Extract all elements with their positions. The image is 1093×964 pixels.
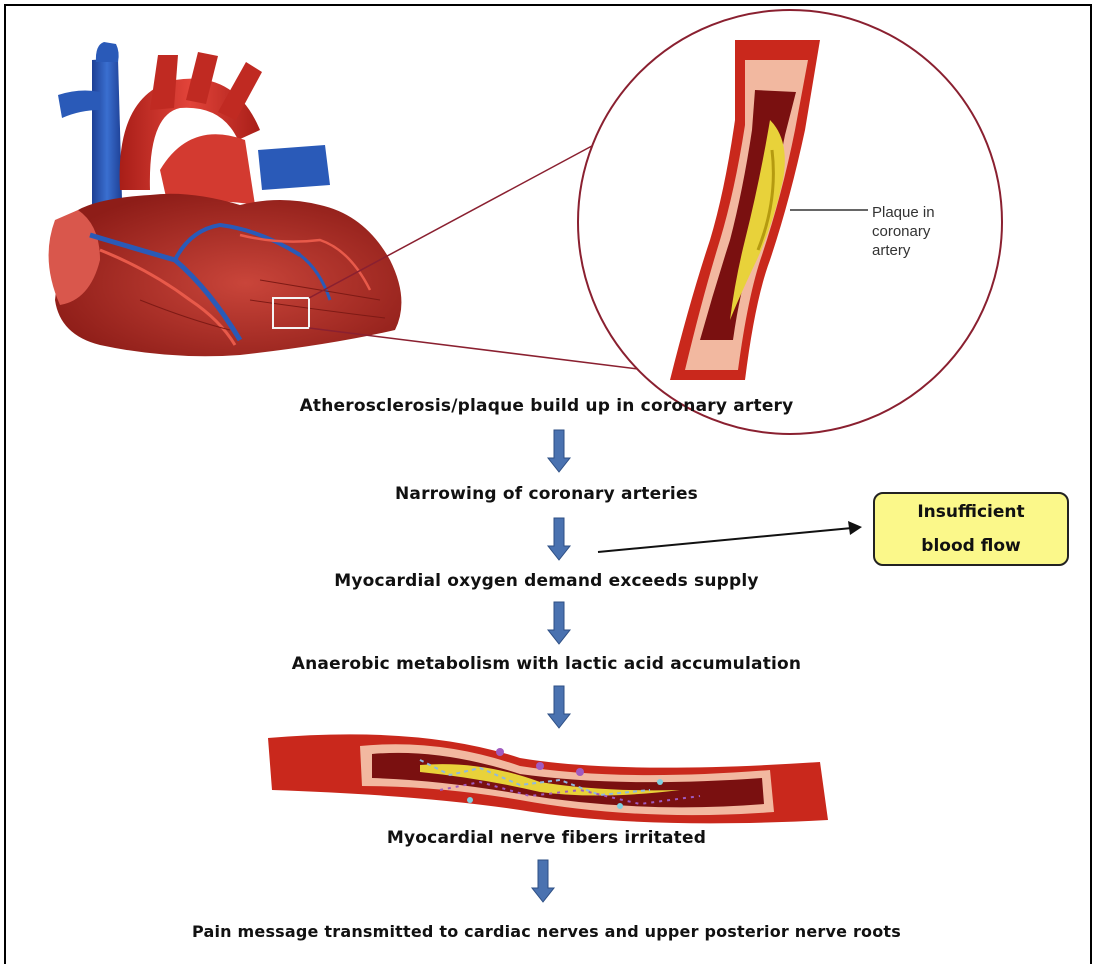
heart-body — [55, 194, 401, 357]
brachiocephalic-vein-1 — [96, 42, 119, 62]
side-arrow-line — [598, 528, 852, 552]
plaque-label-line-1: Plaque in — [872, 205, 935, 220]
nerve-node-6 — [657, 779, 663, 785]
down-arrow-2 — [548, 518, 570, 560]
superior-vena-cava — [92, 58, 122, 205]
down-arrow-4 — [548, 686, 570, 728]
side-arrowhead — [848, 521, 862, 535]
nerve-node-4 — [467, 797, 473, 803]
magnified-artery — [578, 10, 1002, 434]
aorta-branch-1 — [150, 55, 178, 110]
down-arrow-3 — [548, 602, 570, 644]
pulmonary-vein-right — [258, 145, 330, 190]
down-arrow-5 — [532, 860, 554, 902]
nerve-node-5 — [617, 803, 623, 809]
plaque-label-line-3: artery — [872, 243, 910, 258]
heart-illustration — [49, 42, 402, 356]
nerve-node-2 — [536, 762, 544, 770]
insufficient-blood-flow-line-1: Insufficient — [875, 502, 1067, 522]
flow-step-pain-message: Pain message transmitted to cardiac nerv… — [0, 922, 1093, 941]
flow-step-atherosclerosis: Atherosclerosis/plaque build up in coron… — [0, 396, 1093, 416]
down-arrow-1 — [548, 430, 570, 472]
nerve-node-3 — [576, 768, 584, 776]
flow-step-anaerobic-metabolism: Anaerobic metabolism with lactic acid ac… — [0, 654, 1093, 674]
flow-step-oxygen-demand: Myocardial oxygen demand exceeds supply — [0, 571, 1093, 591]
insufficient-blood-flow-line-2: blood flow — [875, 536, 1067, 556]
flow-step-nerve-fibers: Myocardial nerve fibers irritated — [0, 828, 1093, 848]
insufficient-blood-flow-box: Insufficient blood flow — [873, 492, 1069, 566]
irritated-artery-illustration — [268, 734, 828, 823]
plaque-label-line-2: coronary — [872, 224, 930, 239]
nerve-node-1 — [496, 748, 504, 756]
